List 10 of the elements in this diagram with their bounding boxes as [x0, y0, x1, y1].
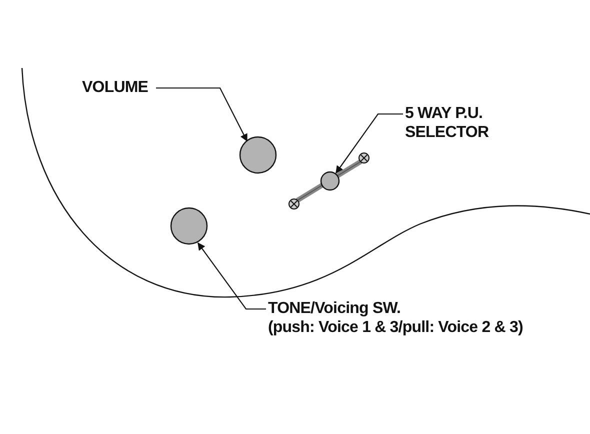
leader-line [336, 113, 403, 174]
knob [239, 136, 277, 174]
part-label: (push: Voice 1 & 3/pull: Voice 2 & 3) [268, 318, 523, 337]
knob [170, 207, 208, 245]
leader-line [198, 242, 266, 310]
part-label: VOLUME [82, 78, 148, 97]
part-label: TONE/Voicing SW. [268, 299, 402, 318]
leader-line [156, 87, 248, 142]
part-label: 5 WAY P.U. SELECTOR [405, 104, 490, 142]
selector-switch-drawing [288, 152, 370, 210]
